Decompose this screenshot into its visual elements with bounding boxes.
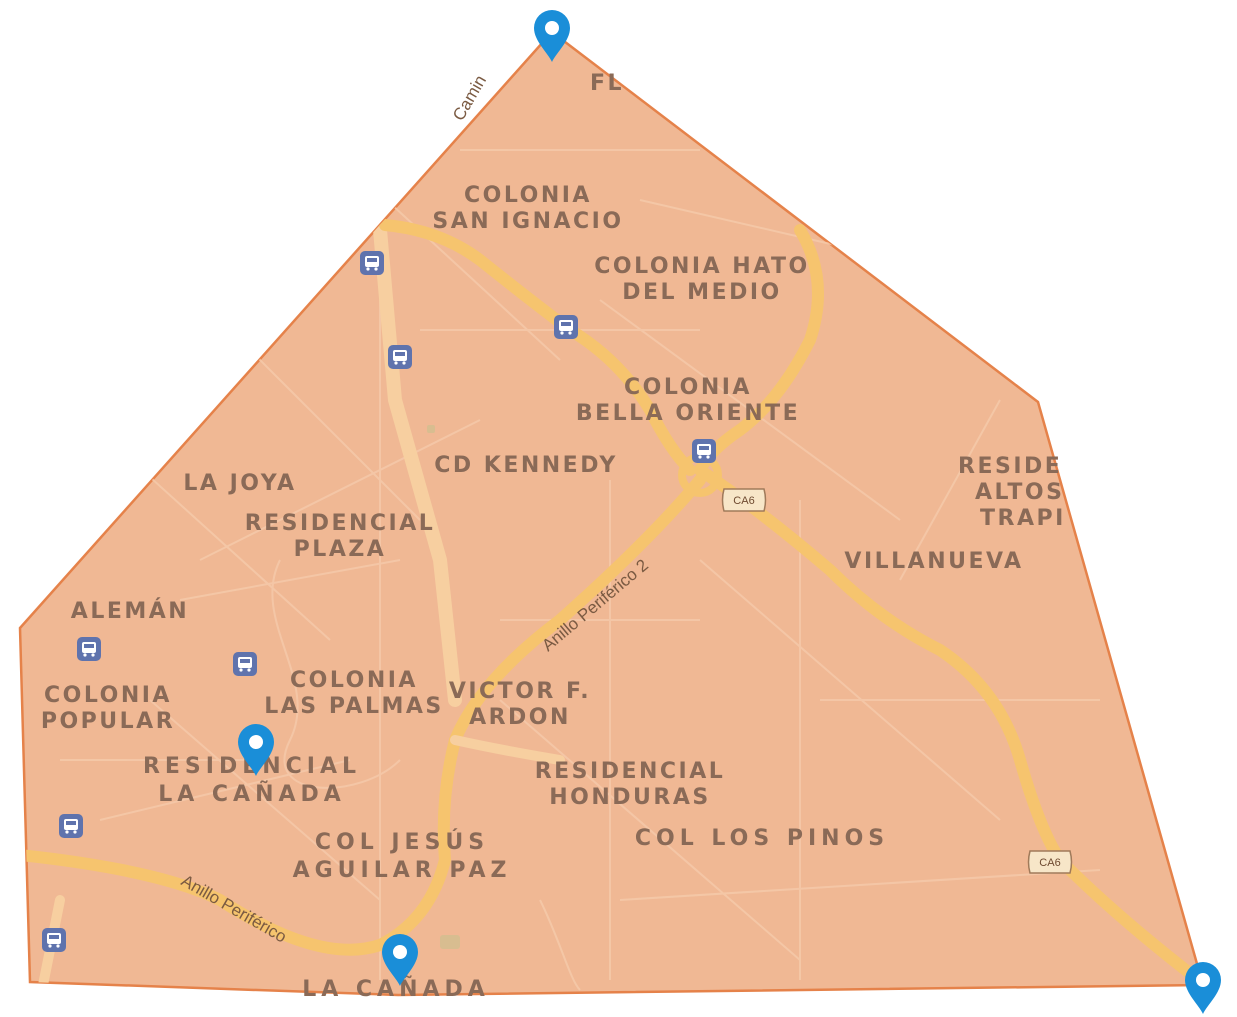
label-bella-2: BELLA ORIENTE [576, 401, 800, 426]
label-kennedy: CD KENNEDY [434, 453, 618, 478]
label-hato-1: COLONIA HATO [594, 254, 810, 279]
label-popular-2: POPULAR [41, 709, 175, 734]
map-pin-icon[interactable] [382, 934, 418, 986]
label-canada-res-2: LA CAÑADA [158, 781, 346, 807]
label-res-plaza-1: RESIDENCIAL [245, 511, 436, 536]
bus-stop-icon[interactable] [77, 637, 101, 661]
label-res-plaza-2: PLAZA [294, 537, 387, 562]
label-altos-1: RESIDE [958, 454, 1062, 479]
bus-stop-icon[interactable] [554, 315, 578, 339]
label-popular-1: COLONIA [44, 683, 172, 708]
label-la-joya: LA JOYA [183, 471, 296, 496]
label-jesus-1: COL JESÚS [315, 829, 489, 855]
map-pin-icon[interactable] [534, 10, 570, 62]
label-san-ignacio-2: SAN IGNACIO [432, 209, 623, 234]
service-area-polygon [18, 30, 1205, 997]
label-victor-2: ARDON [469, 705, 571, 730]
ca6-shield-1: CA6 [721, 488, 767, 512]
label-altos-3: TRAPI [980, 506, 1066, 531]
svg-text:CA6: CA6 [733, 495, 754, 507]
bus-stop-icon[interactable] [388, 345, 412, 369]
label-palmas-1: COLONIA [290, 668, 418, 693]
label-la-canada: LA CAÑADA [302, 976, 490, 1002]
label-altos-2: ALTOS [975, 480, 1064, 505]
transit-icons[interactable] [42, 251, 716, 952]
label-villanueva: VILLANUEVA [844, 549, 1023, 574]
area-labels: FL Camin COLONIA SAN IGNACIO COLONIA HAT… [41, 71, 1066, 1002]
label-bella-1: COLONIA [624, 375, 752, 400]
label-honduras-2: HONDURAS [549, 785, 710, 810]
road-anillo-periferico-2 [20, 474, 706, 956]
label-pinos: COL LOS PINOS [635, 826, 889, 851]
label-palmas-2: LAS PALMAS [264, 694, 443, 719]
label-honduras-1: RESIDENCIAL [535, 759, 726, 784]
bus-stop-icon[interactable] [692, 439, 716, 463]
label-aleman: ALEMÁN [71, 598, 189, 624]
ca6-shield-2: CA6 [1027, 850, 1073, 874]
label-hato-2: DEL MEDIO [622, 280, 782, 305]
svg-text:CA6: CA6 [1039, 857, 1060, 869]
label-flores: FL [590, 71, 624, 96]
bus-stop-icon[interactable] [42, 928, 66, 952]
road-ca6 [694, 464, 1203, 991]
label-jesus-2: AGUILAR PAZ [293, 858, 512, 883]
park-areas [427, 425, 460, 949]
label-victor-1: VICTOR F. [449, 679, 591, 704]
bus-stop-icon[interactable] [59, 814, 83, 838]
road-hato-loop [694, 224, 824, 476]
map-pins[interactable] [238, 10, 1221, 1014]
bus-stop-icon[interactable] [233, 652, 257, 676]
label-san-ignacio-1: COLONIA [464, 183, 592, 208]
map-pin-icon[interactable] [238, 724, 274, 776]
bus-stop-icon[interactable] [360, 251, 384, 275]
map-pin-icon[interactable] [1185, 962, 1221, 1014]
